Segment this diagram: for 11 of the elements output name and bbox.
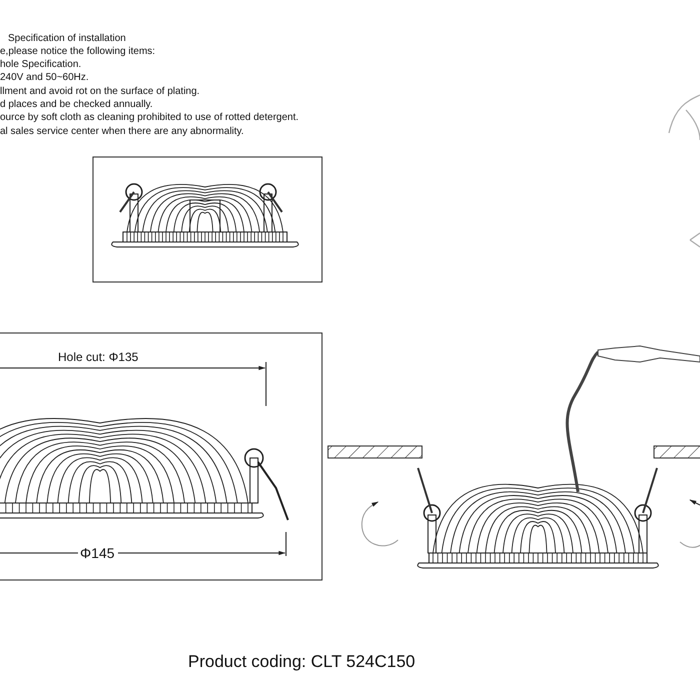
instruction-text: hole Specification. [0,59,82,70]
instruction-text: e,please notice the following items: [0,46,156,57]
instruction-text: 240V and 50~60Hz. [0,72,89,83]
instruction-text: al sales service center when there are any abnormality. [0,126,244,137]
instruction-text: llment and avoid rot on the surface of plating. [0,86,200,97]
dimension-label: Φ145 [80,545,115,561]
section-heading: Specification of installation [8,33,126,44]
caption: Product coding: CLT 524C150 [188,652,416,672]
instruction-text: d places and be checked annually. [0,99,153,110]
dimension-label: Hole cut: Φ135 [58,350,138,364]
instruction-text: ource by soft cloth as cleaning prohibited to use of rotted detergent. [0,112,299,123]
